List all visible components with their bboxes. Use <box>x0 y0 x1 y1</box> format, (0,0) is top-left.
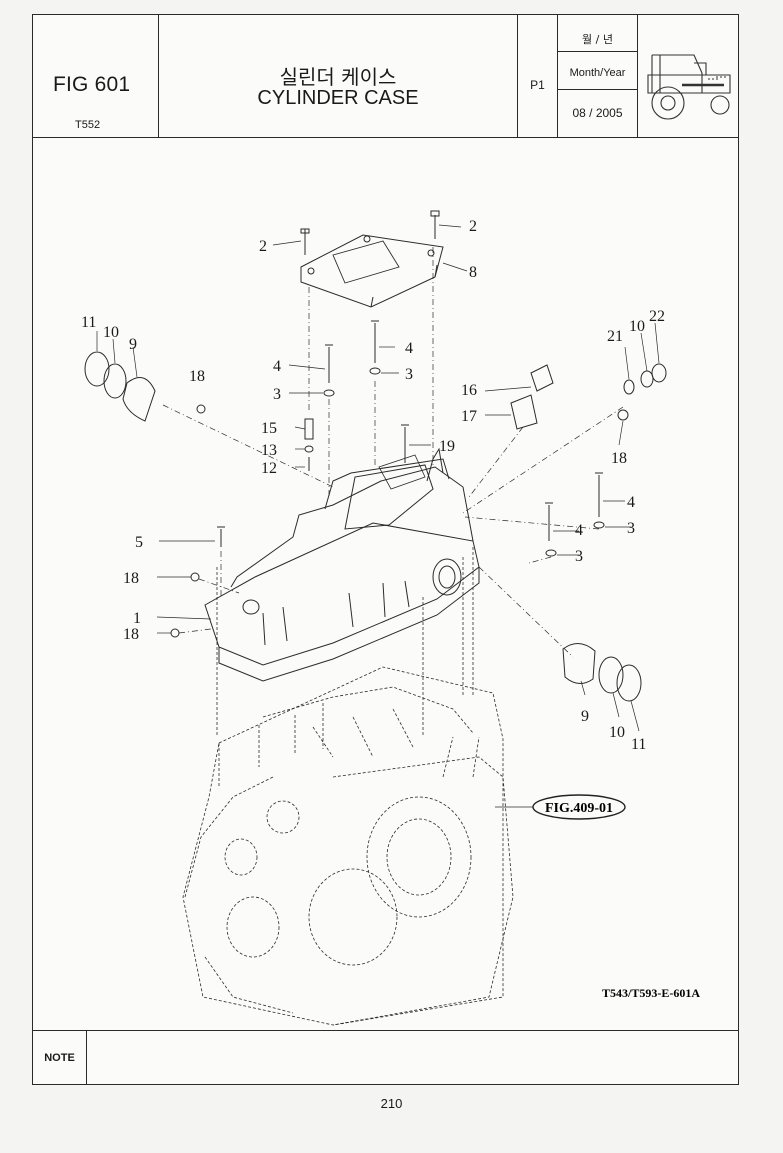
callout: 9 <box>581 708 589 725</box>
tractor-icon <box>647 54 731 120</box>
exploded-view: 2 2 8 11 10 9 18 4 3 4 3 15 13 12 19 16 … <box>33 137 740 1030</box>
note-row: NOTE <box>33 1030 738 1085</box>
callout: 4 <box>273 358 281 375</box>
callout: 16 <box>461 382 477 399</box>
drawing-code: T543/T593-E-601A <box>602 986 700 1000</box>
tractor-cell <box>638 15 738 137</box>
callout: 15 <box>261 420 277 437</box>
reference-tag-text: FIG.409-01 <box>545 801 613 816</box>
callout: 22 <box>649 308 665 325</box>
callout: 12 <box>261 460 277 477</box>
month-year-korean: 월 / 년 <box>582 33 613 46</box>
reference-tag: FIG.409-01 <box>532 794 626 820</box>
title-block: FIG 601 T552 실린더 케이스 CYLINDER CASE P1 월 … <box>33 15 738 138</box>
cylinder-case <box>204 447 480 682</box>
fig-cell: FIG 601 T552 <box>33 15 159 137</box>
o-ring <box>84 351 110 387</box>
callout: 3 <box>405 366 413 383</box>
callout: 3 <box>627 520 635 537</box>
callout: 1 <box>133 610 141 627</box>
o-ring <box>103 363 127 399</box>
callout: 4 <box>405 340 413 357</box>
callout: 21 <box>607 328 623 345</box>
callout: 18 <box>189 368 205 385</box>
callout: 11 <box>81 314 96 331</box>
fig-label: FIG 601 <box>53 73 131 96</box>
callout: 10 <box>103 324 119 341</box>
crankcase-outline <box>182 547 514 1026</box>
callout: 3 <box>575 548 583 565</box>
page-frame: FIG 601 T552 실린더 케이스 CYLINDER CASE P1 월 … <box>32 14 739 1085</box>
title-english: CYLINDER CASE <box>257 87 419 109</box>
bolt <box>430 210 440 239</box>
note-label: NOTE <box>33 1031 87 1085</box>
callout: 18 <box>123 570 139 587</box>
callout: 2 <box>469 218 477 235</box>
model-label: T552 <box>75 119 101 131</box>
month-year-label: Month/Year <box>569 67 626 79</box>
divider <box>558 51 637 52</box>
callout: 3 <box>273 386 281 403</box>
page-code-cell: P1 <box>518 15 558 137</box>
callout: 5 <box>135 534 143 551</box>
callout: 10 <box>609 724 625 741</box>
callout: 13 <box>261 442 277 459</box>
callout: 10 <box>629 318 645 335</box>
callout: 4 <box>627 494 635 511</box>
bushing <box>122 377 156 422</box>
bolt <box>300 228 310 255</box>
callout: 11 <box>631 736 646 753</box>
callout: 2 <box>259 238 267 255</box>
callout: 19 <box>439 438 455 455</box>
page-code: P1 <box>530 78 545 92</box>
callout: 8 <box>469 264 477 281</box>
date-value: 08 / 2005 <box>572 106 623 120</box>
callout: 18 <box>123 626 139 643</box>
page-number: 210 <box>380 1096 403 1111</box>
callout: 9 <box>129 336 137 353</box>
callout: 17 <box>461 408 477 425</box>
cover-plate <box>300 234 444 308</box>
callout: 18 <box>611 450 627 467</box>
divider <box>558 89 637 90</box>
callout: 4 <box>575 522 583 539</box>
date-cell: 월 / 년 Month/Year 08 / 2005 <box>558 15 638 137</box>
title-cell: 실린더 케이스 CYLINDER CASE <box>159 15 518 137</box>
title-korean: 실린더 케이스 <box>279 65 397 89</box>
